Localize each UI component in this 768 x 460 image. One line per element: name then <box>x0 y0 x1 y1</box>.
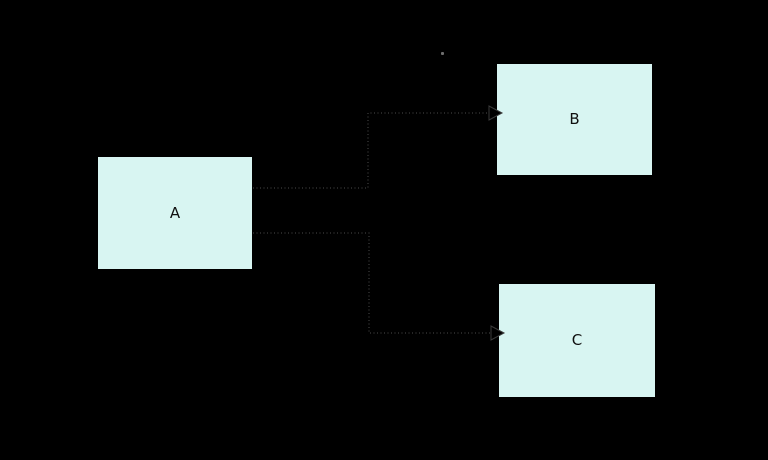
edge-a-to-c-line <box>253 232 493 334</box>
stray-dot-artifact <box>441 52 444 55</box>
node-b-label: B <box>569 110 580 128</box>
node-a[interactable]: A <box>97 156 253 270</box>
node-a-label: A <box>169 203 181 222</box>
edge-a-to-b <box>253 105 504 189</box>
node-c-label: C <box>571 331 583 349</box>
edge-a-to-c <box>253 232 506 341</box>
node-c[interactable]: C <box>498 283 656 398</box>
node-b[interactable]: B <box>496 63 653 176</box>
edge-a-to-b-line <box>253 112 491 189</box>
